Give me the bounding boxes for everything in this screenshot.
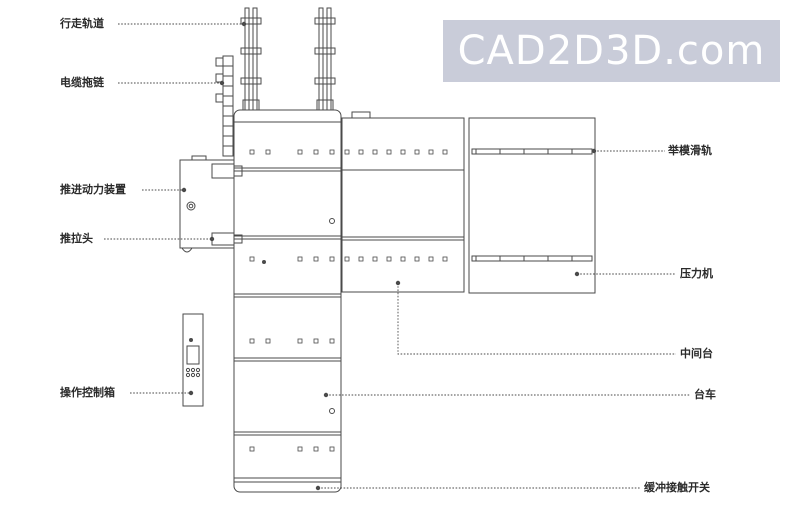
label-middle-table: 中间台	[680, 347, 713, 360]
dot-middle-table	[395, 280, 401, 286]
control-box	[182, 313, 204, 407]
label-pull-head: 推拉头	[60, 232, 93, 245]
walking-track	[240, 7, 336, 111]
dot-trolley	[323, 392, 329, 398]
dot-push-drive	[181, 187, 187, 193]
label-control-box: 操作控制箱	[60, 386, 115, 399]
label-lift-rail: 举模滑轨	[668, 144, 712, 157]
label-trolley: 台车	[694, 388, 716, 401]
dot-press	[574, 271, 580, 277]
dot-control-top	[189, 338, 193, 342]
dot-lift-rail	[591, 148, 597, 154]
dot-control-box	[188, 390, 194, 396]
dot-pull-head	[209, 236, 215, 242]
label-buffer-switch: 缓冲接触开关	[644, 481, 710, 494]
trolley	[233, 109, 342, 493]
middle-table	[341, 111, 465, 293]
push-drive-unit	[179, 155, 243, 253]
dot-track	[241, 21, 247, 27]
label-cable-chain: 电缆拖链	[60, 76, 104, 89]
dot-cable-chain	[219, 80, 225, 86]
press	[468, 117, 596, 294]
watermark-text: CAD2D3D.com	[457, 28, 766, 74]
leader-middle-table	[397, 283, 676, 355]
cable-drag-chain	[215, 55, 234, 157]
dot-buffer-switch	[315, 485, 321, 491]
watermark-banner: CAD2D3D.com	[443, 20, 780, 82]
label-press: 压力机	[680, 267, 713, 280]
dot-trolley-hole	[262, 260, 266, 264]
label-push-drive: 推进动力装置	[60, 183, 126, 196]
label-track: 行走轨道	[60, 17, 104, 30]
